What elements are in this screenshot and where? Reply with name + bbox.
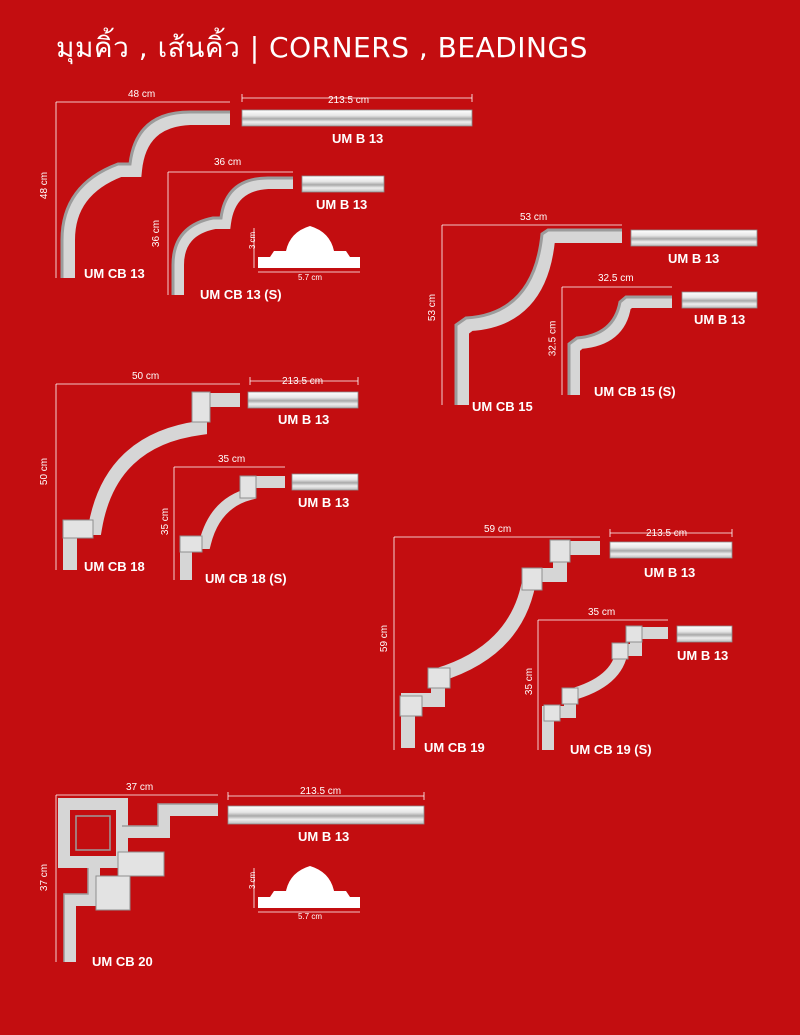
- cb18s-code: UM CB 18 (S): [205, 571, 287, 586]
- molding-cb18-block-bottom: [62, 519, 94, 539]
- beading-code-6: UM B 13: [298, 495, 350, 510]
- molding-cb20-bottom-arm-edge: [63, 868, 89, 962]
- corner-um-cb-15s: [567, 295, 672, 395]
- molding-cb13-arc-edge: [60, 110, 230, 278]
- molding-cb15-arc: [455, 229, 622, 405]
- beading-bar-2: [301, 175, 385, 193]
- beading-bar-9: [227, 805, 425, 825]
- beading-code-2: UM B 13: [316, 197, 368, 212]
- profile-height-label-1: 3 cm: [248, 231, 258, 250]
- molding-cb20-square: [58, 798, 128, 868]
- molding-cb13s-arc: [172, 177, 293, 295]
- beading-bar-1: [241, 109, 473, 127]
- beading-bar-6: [291, 473, 359, 491]
- molding-cb20-top-arm-edge: [122, 803, 218, 827]
- beading-code-8: UM B 13: [677, 648, 729, 663]
- beading-code-9: UM B 13: [298, 829, 350, 844]
- cb19-width-label: 59 cm: [484, 524, 512, 535]
- cb13-height-label: 48 cm: [39, 171, 51, 200]
- cb13-width-label: 48 cm: [128, 89, 156, 100]
- beading-length-label-2: 213.5 cm: [282, 376, 324, 387]
- beading-bar-4: [681, 291, 758, 309]
- beading-length-label-1: 213.5 cm: [328, 95, 370, 106]
- profile-shape-2: [258, 866, 360, 908]
- molding-cb19s-step-4: [543, 704, 561, 722]
- corner-um-cb-13s: [171, 176, 293, 295]
- molding-cb18-arc: [63, 393, 240, 570]
- beading-bar-8: [676, 625, 733, 643]
- molding-cb18-block-top: [191, 391, 211, 423]
- corner-um-cb-15: [454, 228, 622, 405]
- cb15s-width-label: 32.5 cm: [598, 273, 634, 284]
- molding-cb19s-step-2: [611, 642, 629, 660]
- cb13s-height-label: 36 cm: [151, 219, 163, 248]
- corner-um-cb-19s: [542, 625, 668, 750]
- corner-um-cb-20: [58, 798, 218, 962]
- molding-cb15s-arc: [568, 296, 672, 395]
- corner-um-cb-13: [60, 110, 230, 278]
- molding-cb15s-arc-edge: [567, 295, 672, 395]
- cb18s-width-label: 35 cm: [218, 454, 246, 465]
- beading-code-5: UM B 13: [278, 412, 330, 427]
- beading-code-4: UM B 13: [694, 312, 746, 327]
- cb15s-height-label: 32.5 cm: [547, 320, 559, 357]
- cb15-height-label: 53 cm: [427, 293, 439, 322]
- profile-width-label-2: 5.7 cm: [298, 912, 323, 921]
- molding-cb18s-arc: [180, 476, 285, 580]
- cb20-width-label: 37 cm: [126, 782, 154, 793]
- cb19-height-label: 59 cm: [379, 624, 391, 653]
- molding-cb20-bottom-arm: [64, 868, 100, 962]
- molding-cb18s-block-bottom: [179, 535, 203, 553]
- molding-cb13-arc: [61, 111, 230, 278]
- beading-length-label-4: 213.5 cm: [300, 786, 342, 797]
- corner-um-cb-19: [399, 539, 600, 748]
- molding-cb20-top-arm: [122, 804, 218, 838]
- cb18-width-label: 50 cm: [132, 371, 160, 382]
- beading-bars: [227, 109, 758, 825]
- molding-cb20-link-block-2: [95, 875, 131, 911]
- cb18s-height-label: 35 cm: [160, 507, 172, 536]
- cb19s-height-label: 35 cm: [524, 667, 536, 696]
- beading-code-7: UM B 13: [644, 565, 696, 580]
- cb18-code: UM CB 18: [84, 559, 145, 574]
- cb20-height-label: 37 cm: [39, 863, 51, 892]
- molding-cb19-step-1: [549, 539, 571, 563]
- cb18-height-label: 50 cm: [39, 457, 51, 486]
- cb13s-code: UM CB 13 (S): [200, 287, 282, 302]
- molding-cb20-link-block: [117, 851, 165, 877]
- molding-cb19-step-4: [399, 695, 423, 717]
- profile-height-label-2: 3 cm: [248, 871, 258, 890]
- page-title: มุมคิ้ว , เส้นคิ้ว | CORNERS , BEADINGS: [56, 31, 588, 64]
- cb15-width-label: 53 cm: [520, 212, 548, 223]
- molding-cb15-arc-edge: [454, 228, 622, 405]
- beading-code-3: UM B 13: [668, 251, 720, 266]
- cb13-code: UM CB 13: [84, 266, 145, 281]
- beading-code-1: UM B 13: [332, 131, 384, 146]
- cb19s-code: UM CB 19 (S): [570, 742, 652, 757]
- cb19s-width-label: 35 cm: [588, 607, 616, 618]
- profile-width-label-1: 5.7 cm: [298, 273, 323, 282]
- cb13s-width-label: 36 cm: [214, 157, 242, 168]
- corner-um-cb-18: [62, 391, 240, 570]
- beading-bar-7: [609, 541, 733, 559]
- molding-cb19s-step-3: [561, 687, 579, 705]
- cb15s-code: UM CB 15 (S): [594, 384, 676, 399]
- cb20-code: UM CB 20: [92, 954, 153, 969]
- beading-bar-5: [247, 391, 359, 409]
- beading-bar-3: [630, 229, 758, 247]
- molding-cb13s-arc-edge: [171, 176, 293, 295]
- molding-cb19-step-2: [521, 567, 543, 591]
- cb19-code: UM CB 19: [424, 740, 485, 755]
- molding-cb20-square-inner: [75, 815, 111, 851]
- molding-cb19s-step-1: [625, 625, 643, 643]
- corner-um-cb-18s: [179, 475, 285, 580]
- dimension-lines: [55, 94, 733, 962]
- beading-length-label-3: 213.5 cm: [646, 528, 688, 539]
- profile-shape-1: [258, 226, 360, 268]
- molding-cb19-step-3: [427, 667, 451, 689]
- cb15-code: UM CB 15: [472, 399, 533, 414]
- molding-cb18s-block-top: [239, 475, 257, 499]
